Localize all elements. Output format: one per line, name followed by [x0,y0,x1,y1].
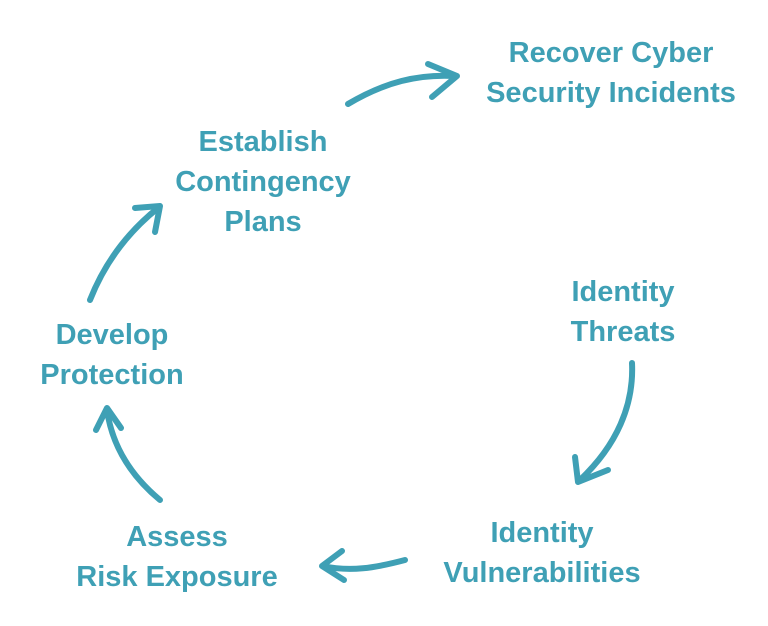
arrow-develop-to-establish [87,203,163,303]
step-label-line: Establish [198,126,328,158]
step-assess-risk-exposure: Assess Risk Exposure [52,517,302,597]
arrow-assess-to-develop [93,405,163,503]
step-label-line: Threats [570,316,676,348]
step-label-line: Identity [490,517,594,549]
step-label-line: Recover Cyber [508,37,714,69]
step-label-line: Identity [571,276,675,308]
step-establish-contingency-plans: Establish Contingency Plans [148,122,378,242]
step-identify-vulnerabilities: Identity Vulnerabilities [412,513,672,593]
step-label-line: Vulnerabilities [443,557,641,589]
step-label-line: Plans [224,206,302,238]
step-label-line: Risk Exposure [76,561,278,593]
step-develop-protection: Develop Protection [12,315,212,395]
step-label-line: Security Incidents [486,77,736,109]
step-identify-threats: Identity Threats [528,272,718,352]
arrow-establish-to-recover [345,61,460,107]
step-label-line: Assess [126,521,228,553]
step-label-line: Develop [55,319,169,351]
step-recover-incidents: Recover Cyber Security Incidents [461,33,761,113]
arrow-threats-to-vulnerabilities [572,360,636,485]
step-label-line: Contingency [175,166,351,198]
arrow-vulnerabilities-to-assess [319,548,408,583]
step-label-line: Protection [40,359,184,391]
